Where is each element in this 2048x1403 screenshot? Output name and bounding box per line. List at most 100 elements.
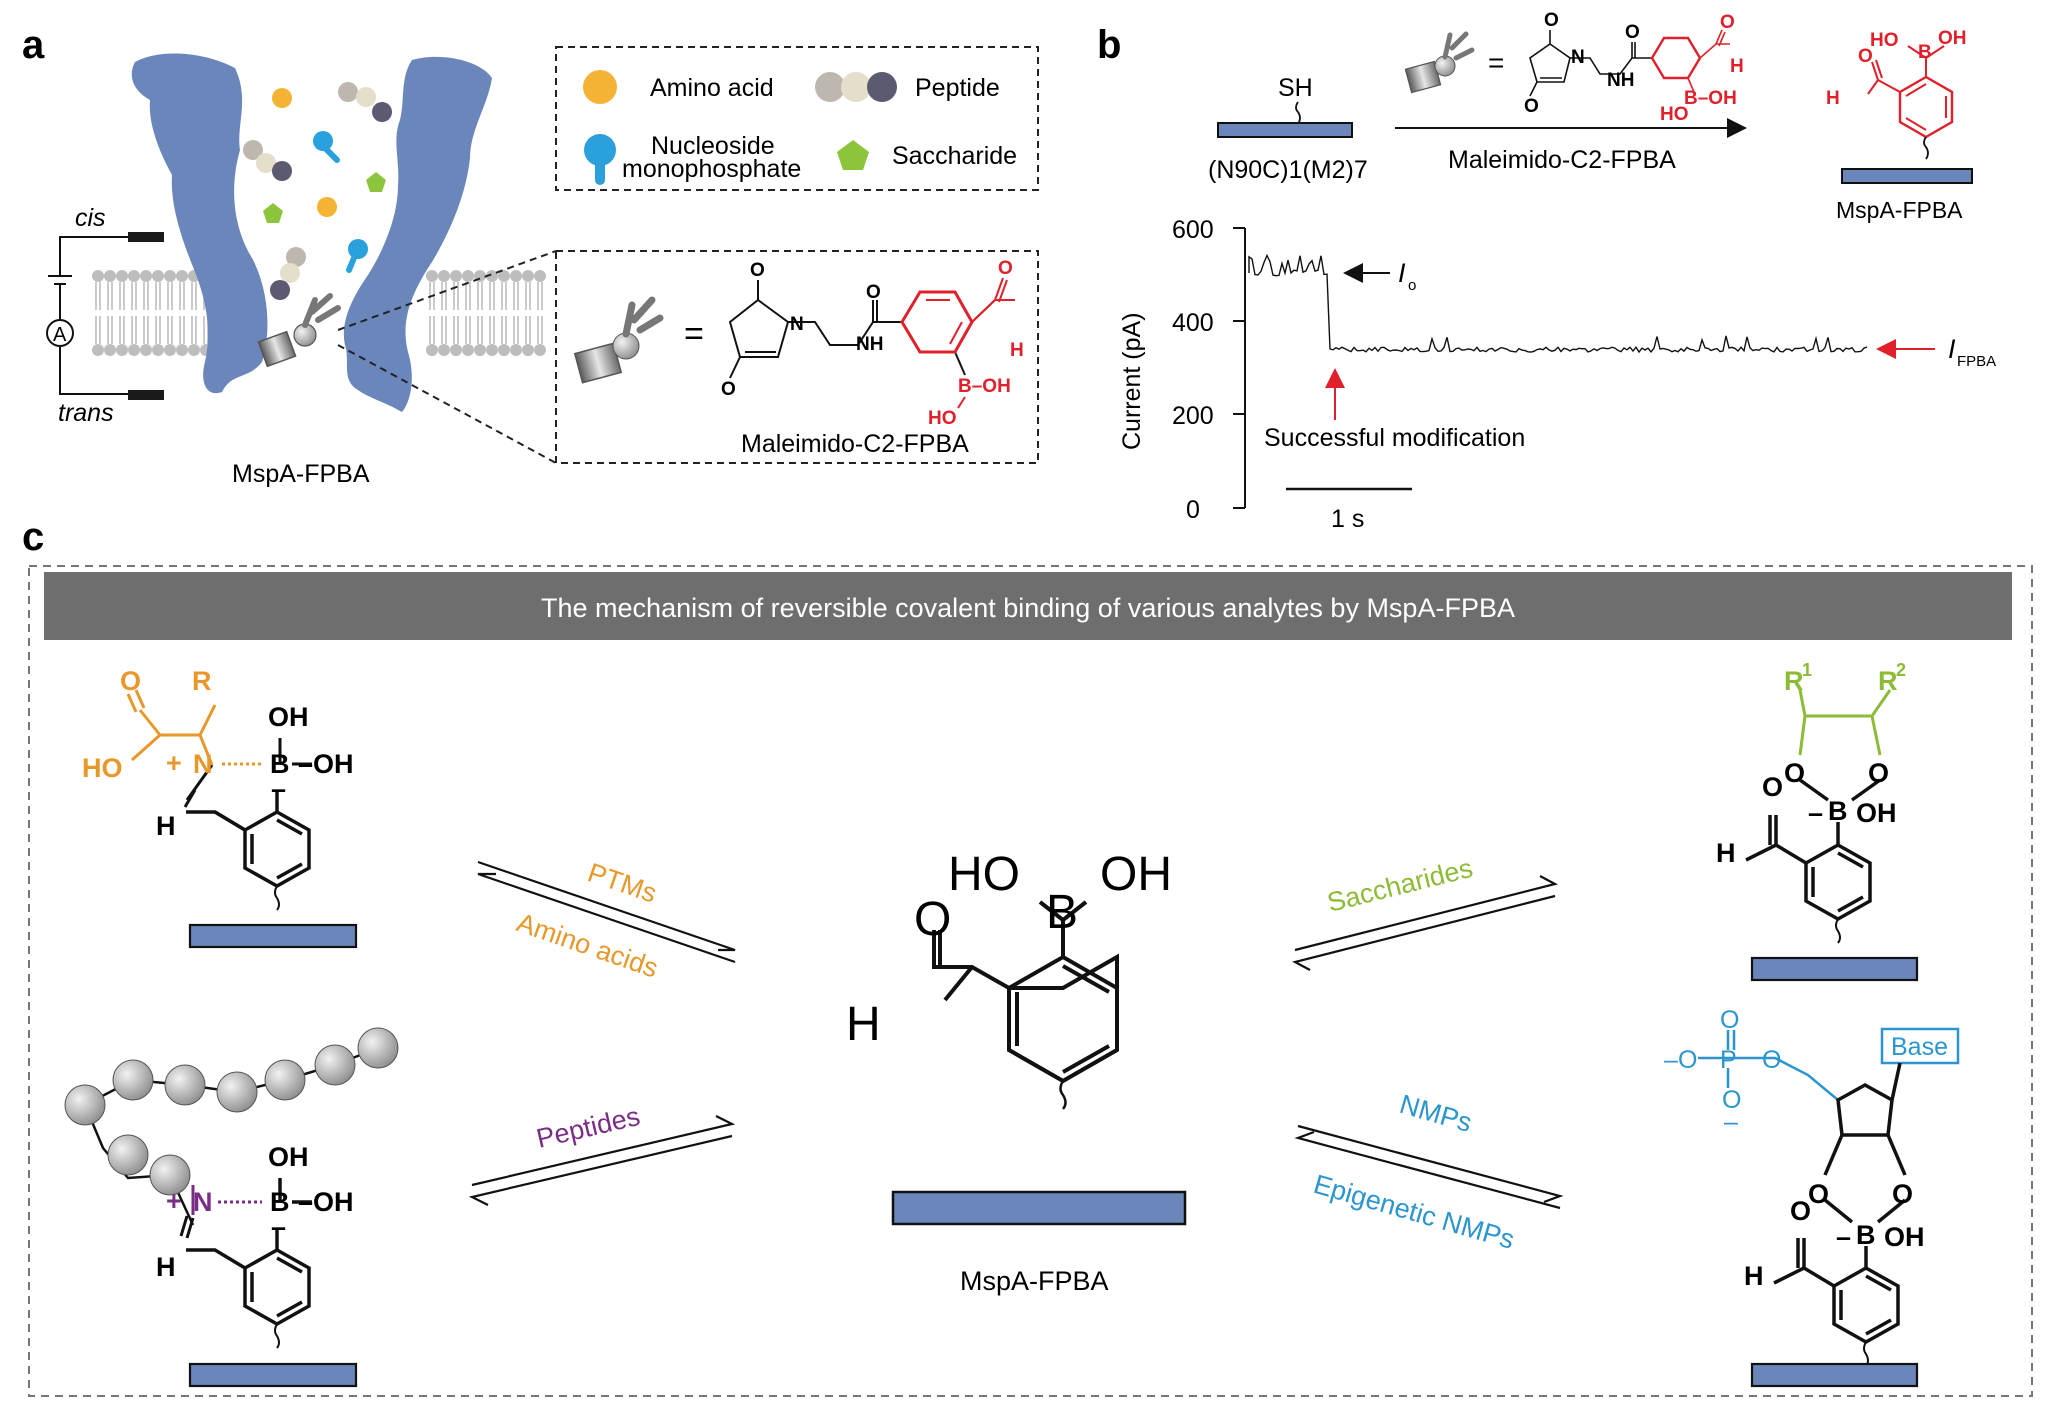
reagent-o-bottom: O: [1524, 96, 1539, 117]
pore-protein-right: [344, 57, 492, 412]
product-ho: HO: [1870, 30, 1899, 51]
tr-o-right: O: [1868, 758, 1889, 788]
panel-b-letter: b: [1097, 23, 1121, 67]
y-axis-label: Current (pA): [1118, 312, 1146, 450]
current-trace-chart: 600 400 200 0 Current (pA) I o I FPBA Su…: [1118, 216, 1996, 533]
y-ticks: [1233, 228, 1245, 508]
br-ald-h: H: [1744, 1261, 1764, 1291]
product-label: MspA-FPBA: [1836, 197, 1963, 223]
trans-electrode: [128, 390, 164, 400]
circuit: [47, 232, 164, 400]
br-protein-bar: [1752, 1364, 1917, 1386]
tr-r2-sup: 2: [1896, 660, 1906, 680]
reagent-ho: HO: [1660, 104, 1689, 125]
amino-acid-dot: [317, 197, 337, 217]
br-b: B: [1856, 1220, 1876, 1250]
panel-a-letter: a: [22, 23, 45, 67]
br-base: Base: [1891, 1033, 1948, 1061]
reagent-n: N: [1571, 47, 1585, 68]
label-nmps: NMPs: [1396, 1089, 1475, 1138]
label-peptides: Peptides: [534, 1101, 643, 1154]
protein-bar-start: [1218, 123, 1352, 137]
nucleotide-glyph: [348, 239, 368, 270]
cis-electrode: [128, 232, 164, 242]
tr-oh: OH: [1856, 798, 1897, 828]
aldehyde-h: H: [1010, 340, 1024, 361]
trans-label: trans: [58, 399, 114, 427]
analyte-cloud: [243, 82, 392, 300]
tr-b: B: [1828, 796, 1848, 826]
label-saccharides: Saccharides: [1324, 853, 1475, 918]
reagent-b-oh: B–OH: [1684, 88, 1737, 109]
protein-bar-product: [1842, 169, 1972, 183]
center-o: O: [914, 893, 951, 946]
tl-ho: HO: [82, 753, 123, 783]
saccharide-pentagon: [366, 172, 386, 192]
bl-protein-bar: [190, 1364, 356, 1386]
saccharide-swatch: [837, 140, 869, 170]
legend-amino-acid: Amino acid: [650, 74, 774, 102]
ytick-600: 600: [1172, 216, 1214, 244]
maleimide-n: N: [790, 314, 804, 335]
ifpba-label: I: [1948, 334, 1956, 364]
center-protein-bar: [893, 1192, 1185, 1224]
panel-b: b SH (N90C)1(M2)7 = O O N NH O O H B–OH …: [1097, 10, 1996, 533]
peptide-beads: [65, 1028, 398, 1195]
nucleotide-glyph: [313, 131, 337, 160]
peptide-adduct: + N OH B –OH – H: [65, 1028, 398, 1386]
modification-annotation: Successful modification: [1264, 424, 1525, 452]
nucleoside-swatch: [584, 134, 616, 180]
product-b: B: [1918, 42, 1932, 63]
br-o-2: O: [1720, 1006, 1739, 1034]
fpba-adapter-in-pore: [258, 296, 338, 366]
bl-minus: –: [271, 1212, 286, 1242]
maleimide-o-top: O: [750, 260, 765, 281]
analyte-legend: Amino acid Peptide Nucleoside monophosph…: [556, 47, 1038, 190]
tl-r: R: [192, 666, 212, 696]
product-h: H: [1826, 88, 1840, 109]
center-fpba-molecule: HO B OH O H MspA-FPBA: [846, 848, 1185, 1296]
sh-label: SH: [1278, 74, 1313, 102]
maleimide-o-bottom: O: [721, 379, 736, 400]
tr-protein-bar: [1752, 958, 1917, 980]
tr-ald-o: O: [1762, 772, 1783, 802]
boronic-ho: HO: [928, 408, 957, 429]
product-o: O: [1858, 46, 1873, 67]
br-ald-o: O: [1790, 1196, 1811, 1226]
bl-b-oh: –OH: [298, 1187, 354, 1217]
bl-plus: +: [166, 1186, 182, 1216]
linker-structure-box: = O O N NH O: [556, 251, 1038, 463]
label-amino-acids: Amino acids: [513, 907, 662, 983]
current-trace: [1249, 256, 1867, 353]
legend-nucleoside-2: monophosphate: [622, 155, 801, 183]
amino-acid-adduct: O R HO + N OH B –OH – H: [82, 666, 356, 947]
tr-r2: R: [1878, 666, 1898, 696]
io-subscript: o: [1408, 277, 1416, 294]
ytick-400: 400: [1172, 309, 1214, 337]
br-oh: OH: [1884, 1222, 1925, 1252]
br-minus-2: –: [1724, 1108, 1738, 1136]
ifpba-subscript: FPBA: [1957, 353, 1996, 370]
tl-plus: +: [166, 748, 182, 778]
ammeter-symbol: A: [53, 324, 67, 346]
br-ring-o-right: O: [1892, 1179, 1913, 1209]
center-b: B: [1046, 886, 1078, 939]
aldehyde-o: O: [998, 258, 1013, 279]
linker-caption: Maleimido-C2-FPBA: [741, 430, 969, 458]
cis-label: cis: [75, 204, 106, 232]
br-o-4: O: [1762, 1046, 1781, 1074]
bl-n: N: [193, 1187, 213, 1217]
tr-ald-h: H: [1716, 838, 1736, 868]
lipid-membrane: [92, 270, 546, 356]
reagent-ald-o: O: [1720, 12, 1735, 33]
equals-sign-b: =: [1488, 47, 1504, 78]
reaction-arrow-label: Maleimido-C2-FPBA: [1448, 146, 1676, 174]
tr-r1-sup: 1: [1802, 660, 1812, 680]
br-minus-1: –: [1664, 1046, 1678, 1074]
product-oh: OH: [1938, 28, 1967, 49]
reagent-ald-h: H: [1730, 56, 1744, 77]
br-ring-o-left: O: [1808, 1179, 1829, 1209]
center-label: MspA-FPBA: [960, 1266, 1109, 1296]
tl-h: H: [156, 811, 176, 841]
